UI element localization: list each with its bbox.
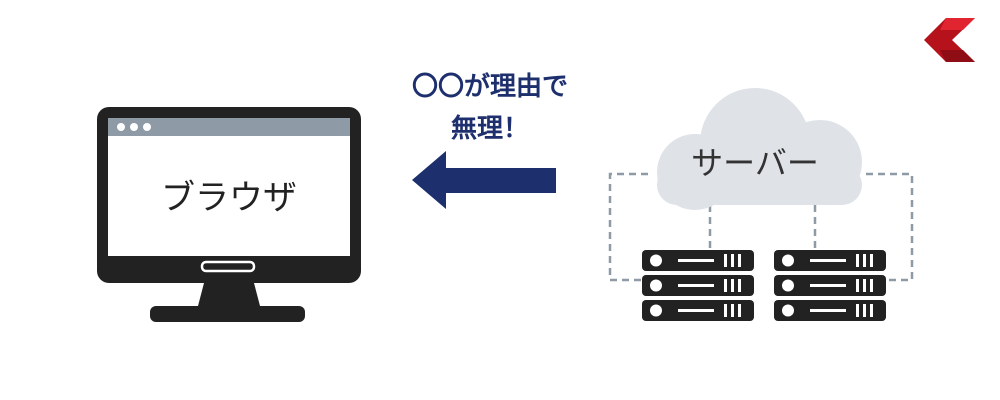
server-rack-icon bbox=[642, 250, 754, 321]
server-label: サーバー bbox=[691, 144, 819, 182]
cloud-icon bbox=[657, 88, 862, 210]
server-rack-icon bbox=[774, 250, 886, 321]
message-line-1: 〇〇が理由で bbox=[411, 72, 568, 102]
left-arrow-icon bbox=[412, 151, 556, 209]
brand-logo-icon bbox=[924, 18, 975, 62]
browser-label: ブラウザ bbox=[161, 178, 297, 218]
network-lines bbox=[608, 172, 914, 282]
message-line-2: 無理！ bbox=[450, 114, 529, 144]
monitor-icon bbox=[97, 107, 361, 322]
